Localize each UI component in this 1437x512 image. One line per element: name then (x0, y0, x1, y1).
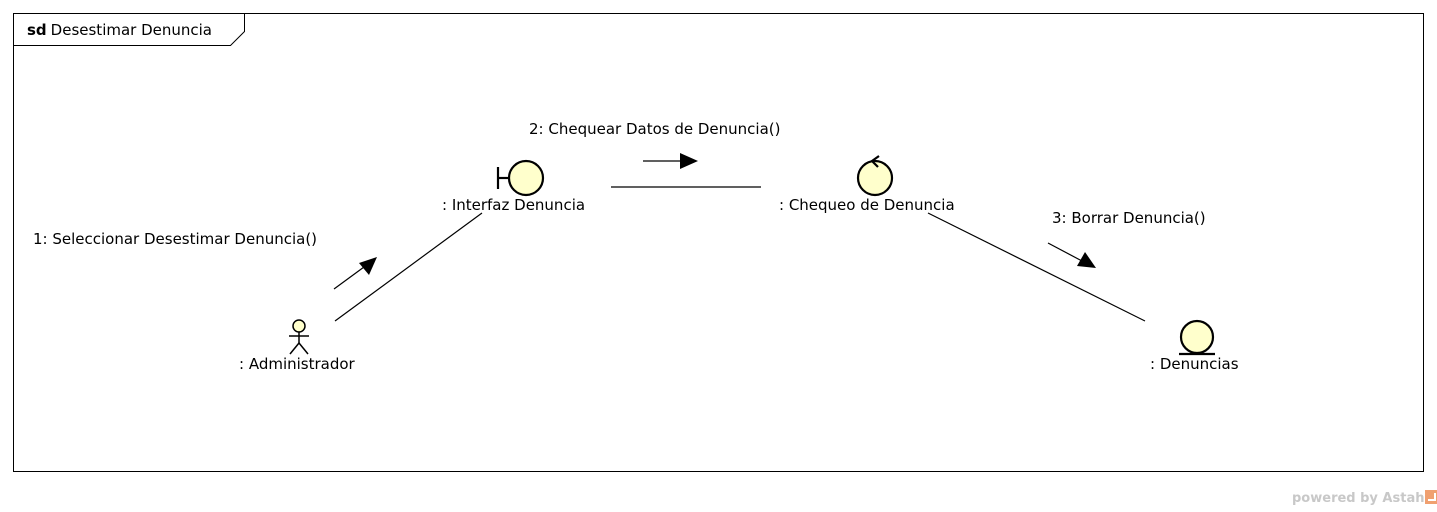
message-3-arrow (1047, 242, 1096, 268)
astah-logo-icon (1425, 490, 1437, 504)
message-3-label: 3: Borrar Denuncia() (1052, 209, 1206, 227)
object-label-chequeo-de-denuncia: : Chequeo de Denuncia (779, 196, 955, 214)
message-1-arrow (333, 257, 377, 290)
boundary-icon (496, 159, 545, 197)
frame-kind: sd (27, 21, 47, 39)
object-label-interfaz-denuncia: : Interfaz Denuncia (442, 196, 586, 214)
frame-name-tab (13, 13, 245, 46)
powered-by-footer: powered by Astah (1292, 490, 1437, 506)
link-chequeo-denuncias (927, 212, 1146, 322)
message-2-arrow (643, 153, 698, 169)
frame-border (13, 13, 1424, 472)
message-2-label: 2: Chequear Datos de Denuncia() (529, 120, 781, 138)
frame-name: Desestimar Denuncia (50, 21, 213, 39)
object-label-denuncias: : Denuncias (1150, 355, 1239, 373)
powered-by-text: powered by Astah (1292, 491, 1425, 506)
message-1-label: 1: Seleccionar Desestimar Denuncia() (33, 230, 318, 248)
link-admin-interfaz (334, 212, 483, 322)
entity-icon (1179, 319, 1215, 356)
object-label-administrador: : Administrador (239, 355, 355, 373)
control-icon (856, 155, 894, 197)
actor-icon (289, 319, 309, 355)
